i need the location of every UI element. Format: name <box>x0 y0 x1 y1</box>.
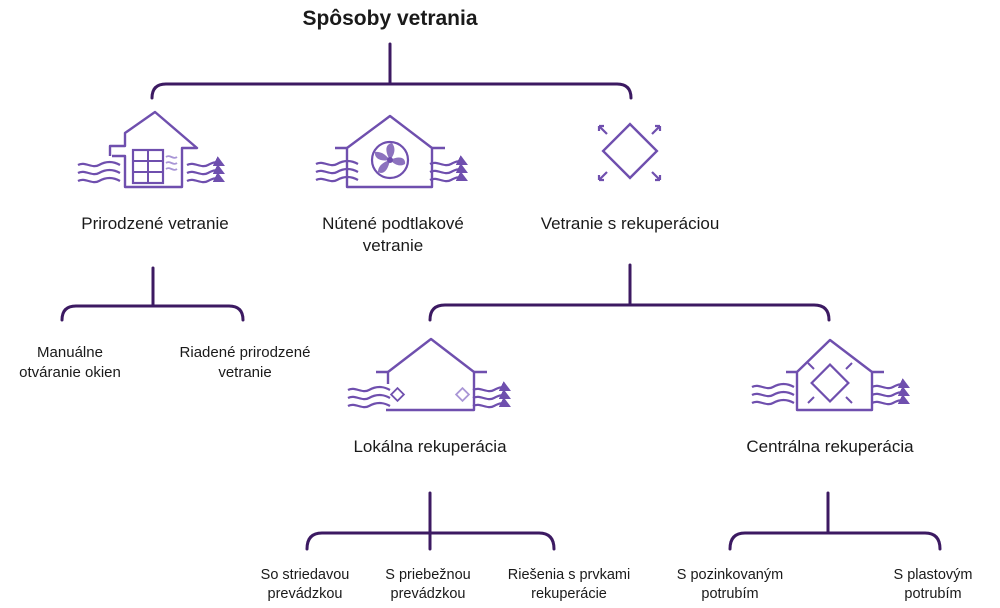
heat-exchanger-icon <box>597 122 662 182</box>
node-alternating-operation: So striedavou prevádzkou <box>260 567 350 603</box>
node-galvanized-ducts: S pozinkovaným potrubím <box>676 567 784 603</box>
connector-root <box>150 42 633 100</box>
connector-local <box>305 491 556 551</box>
connector-natural <box>60 266 245 322</box>
connector-recovery <box>428 263 831 322</box>
node-manual-window-opening: Manuálne otváranie okien <box>19 344 121 381</box>
node-central-recovery: Centrálna rekuperácia <box>746 437 914 456</box>
node-local-recovery: Lokálna rekuperácia <box>353 437 507 456</box>
node-continuous-operation: S priebežnou prevádzkou <box>385 567 471 603</box>
node-recovery-elements: Riešenia s prvkami rekuperácie <box>507 567 631 603</box>
node-controlled-natural: Riadené prirodzené vetranie <box>179 344 311 381</box>
house-central-recovery-icon <box>750 338 908 412</box>
house-window-airflow-icon <box>76 110 223 189</box>
node-plastic-ducts: S plastovým potrubím <box>893 567 973 603</box>
diagram-title: Spôsoby vetrania <box>302 7 478 30</box>
node-natural-ventilation: Prirodzené vetranie <box>81 214 229 233</box>
node-recovery-ventilation: Vetranie s rekuperáciou <box>540 214 720 233</box>
house-local-recovery-icon <box>346 337 509 412</box>
tree-connectors <box>60 42 942 551</box>
node-forced-ventilation: Nútené podtlakové vetranie <box>322 214 464 256</box>
house-fan-airflow-icon <box>314 114 466 189</box>
connector-central <box>728 491 942 551</box>
